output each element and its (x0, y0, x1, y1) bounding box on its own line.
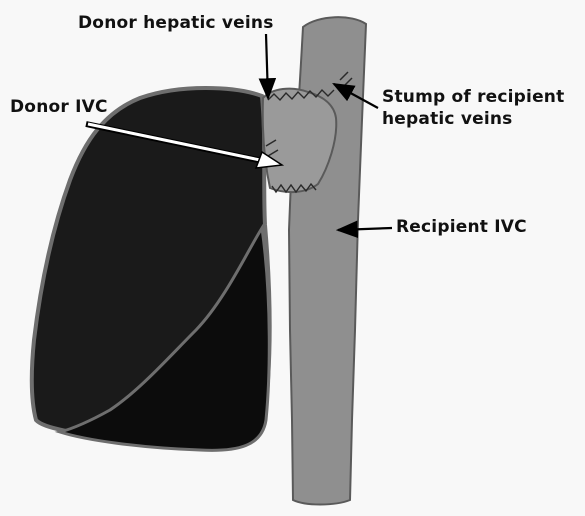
label-stump-line-2: hepatic veins (382, 108, 564, 130)
arrow-donor-hepatic-veins (266, 34, 268, 98)
label-stump-recipient-hepatic-veins: Stump of recipient hepatic veins (382, 86, 564, 130)
label-donor-hepatic-veins: Donor hepatic veins (78, 12, 274, 34)
label-donor-ivc: Donor IVC (10, 96, 108, 118)
label-stump-line-1: Stump of recipient (382, 86, 564, 108)
label-recipient-ivc: Recipient IVC (396, 216, 527, 238)
